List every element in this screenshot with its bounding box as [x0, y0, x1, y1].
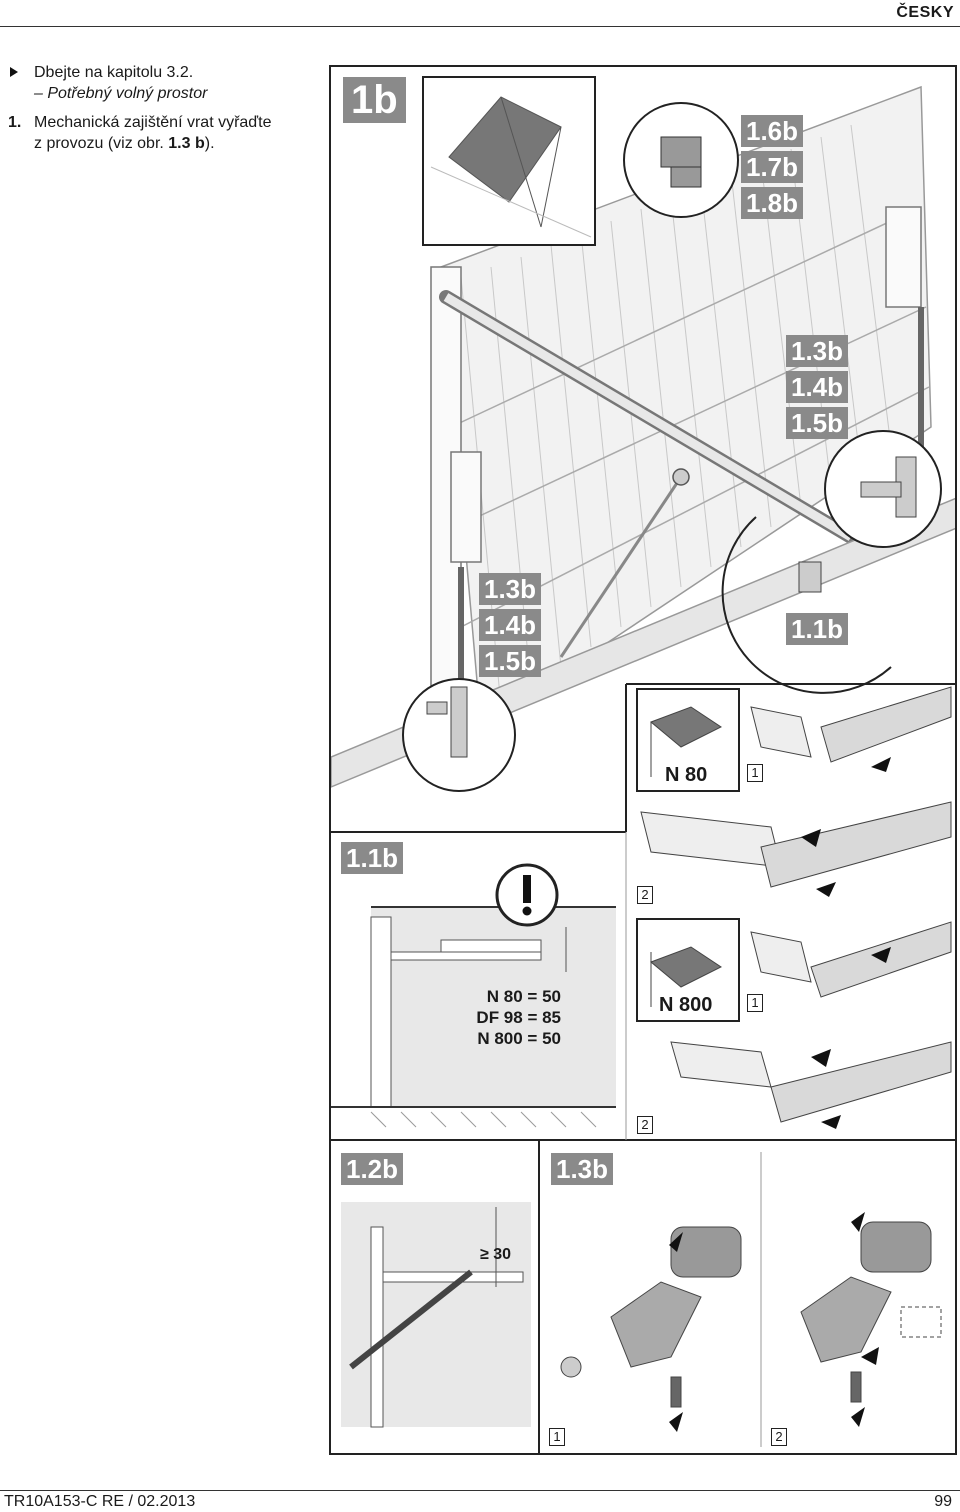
ref-1-6b: 1.6b — [741, 115, 804, 147]
figure-drawing — [331, 76, 955, 1453]
n80-label: N 80 — [665, 764, 708, 786]
ref-1-7b: 1.7b — [741, 151, 804, 183]
step-box-1c: 1 — [549, 1428, 565, 1446]
footer-rule — [0, 1490, 960, 1491]
dim-n80: N 80 = 50 — [486, 987, 561, 1006]
ref-1-3b-left: 1.3b — [479, 573, 542, 605]
step-text-ref: 1.3 b — [168, 135, 205, 152]
bullet-text: Dbejte na kapitolu 3.2. — [34, 64, 194, 81]
ref-1-4b-right: 1.4b — [786, 371, 849, 403]
bullet-subtext: – Potřebný volný prostor — [34, 85, 208, 102]
step-box-1a: 1 — [747, 764, 763, 782]
ref-1-5b-right: 1.5b — [786, 407, 849, 439]
step-1: 1. Mechanická zajištění vrat vyřaďte z p… — [8, 112, 308, 154]
page-header: ČESKY — [0, 0, 960, 26]
dim-df98: DF 98 = 85 — [476, 1008, 561, 1027]
dimension-values: N 80 = 50 DF 98 = 85 N 800 = 50 — [451, 986, 561, 1049]
refs-top: 1.6b 1.7b 1.8b — [741, 115, 804, 219]
doc-code: TR10A153-C RE / 02.2013 — [4, 1493, 196, 1510]
inset-door-icon — [430, 96, 592, 238]
triangle-bullet-icon — [10, 67, 18, 77]
n800-label: N 800 — [659, 994, 713, 1016]
language-label: ČESKY — [896, 4, 954, 21]
panel-frames — [331, 683, 955, 1453]
ref-1-3b: 1.3b — [551, 1153, 614, 1185]
step-text-line1: Mechanická zajištění vrat vyřaďte — [34, 114, 272, 131]
step-number: 1. — [8, 114, 22, 131]
figure-1b: 1b 1.6b 1.7b 1.8b 1.3b 1.4b 1.5b 1.3b 1.… — [329, 65, 957, 1455]
header-rule — [0, 26, 960, 27]
panel-faint-dividers — [625, 832, 762, 1447]
ref-1-2b: 1.2b — [341, 1153, 404, 1185]
step-box-2c: 2 — [771, 1428, 787, 1446]
ref-1-4b-left: 1.4b — [479, 609, 542, 641]
ref-1-5b-left: 1.5b — [479, 645, 542, 677]
ref-1-3b-right: 1.3b — [786, 335, 849, 367]
refs-left: 1.3b 1.4b 1.5b — [479, 573, 542, 677]
page-number: 99 — [934, 1493, 952, 1510]
clearance-value: ≥ 30 — [479, 1246, 511, 1263]
step-text-line2-post: ). — [204, 135, 215, 152]
step-box-1b: 1 — [747, 994, 763, 1012]
ref-1-1b-left: 1.1b — [341, 842, 404, 874]
arrow-marks — [801, 757, 891, 1129]
step-box-2b: 2 — [637, 1116, 653, 1134]
step-text-line2-pre: z provozu (viz obr. — [34, 135, 169, 152]
clearance-diagram-12b — [341, 1202, 531, 1428]
ref-1-1b-right: 1.1b — [786, 613, 849, 645]
dim-n800: N 800 = 50 — [477, 1029, 561, 1048]
hinge-drawings — [560, 1221, 942, 1408]
instructions: Dbejte na kapitolu 3.2. – Potřebný volný… — [8, 62, 308, 154]
ref-1-8b: 1.8b — [741, 187, 804, 219]
figure-main-label: 1b — [343, 77, 406, 123]
bullet-note: Dbejte na kapitolu 3.2. – Potřebný volný… — [8, 62, 308, 104]
clearance-diagram — [331, 906, 616, 1128]
refs-right: 1.3b 1.4b 1.5b — [786, 335, 849, 439]
rail-drawings — [640, 686, 952, 1123]
step-box-2a: 2 — [637, 886, 653, 904]
